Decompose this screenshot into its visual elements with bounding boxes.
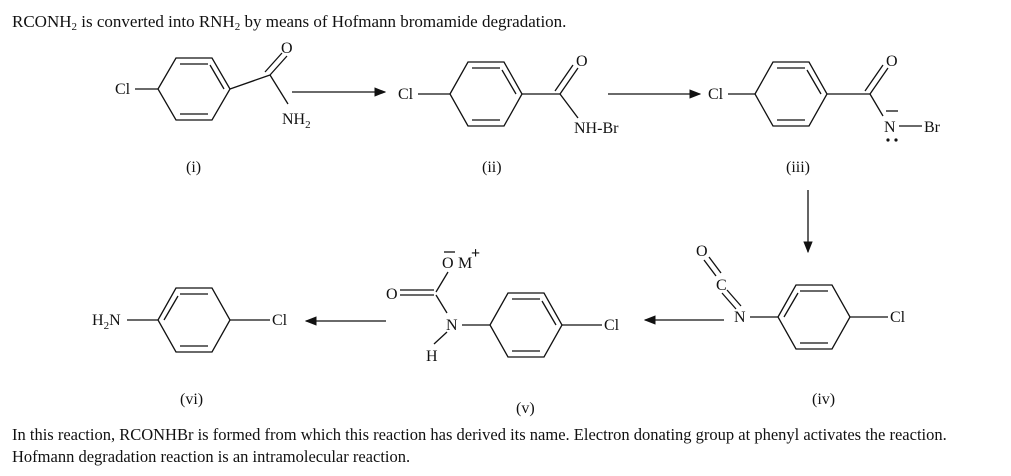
reaction-scheme: Cl O NH2 (i) Cl O NH-Br (ii) Cl [92, 40, 941, 417]
chlorine-label: Cl [272, 312, 288, 329]
oxygen-label: O [281, 40, 293, 57]
nitrogen-label: N [884, 119, 896, 136]
compound-ii: Cl O NH-Br (ii) [398, 53, 619, 176]
compound-label-iii: (iii) [786, 159, 810, 176]
chlorine-label: Cl [604, 317, 620, 334]
benzene-ring [157, 287, 231, 353]
oxide-label: O [442, 255, 454, 272]
oxygen-label: O [386, 286, 398, 303]
compound-label-ii: (ii) [482, 159, 502, 176]
chlorine-label: Cl [398, 86, 414, 103]
amine-label: NH2 [282, 111, 311, 131]
oxygen-label: O [696, 243, 708, 260]
benzene-ring [449, 61, 523, 127]
explanation-text: In this reaction, RCONHBr is formed from… [12, 425, 947, 466]
chlorine-label: Cl [115, 81, 131, 98]
benzene-ring [754, 61, 828, 127]
oxygen-label: O [576, 53, 588, 70]
compound-label-iv: (iv) [812, 391, 835, 408]
compound-iv: O C N Cl (iv) [696, 243, 906, 408]
chlorine-label: Cl [708, 86, 724, 103]
lone-pair-dot [894, 138, 898, 142]
lone-pair-dot [886, 138, 890, 142]
compound-label-v: (v) [516, 400, 535, 417]
metal-label: M [458, 255, 472, 272]
nhbr-label: NH-Br [574, 120, 619, 137]
benzene-ring [157, 57, 231, 121]
chlorine-label: Cl [890, 309, 906, 326]
compound-vi: H2N Cl (vi) [92, 287, 288, 408]
amino-label: H2N [92, 312, 121, 332]
benzene-ring [777, 284, 851, 350]
nitrogen-label: N [734, 309, 746, 326]
compound-v: O M + O N H Cl (v) [386, 245, 620, 417]
compound-label-i: (i) [186, 159, 201, 176]
heading: RCONH2 is converted into RNH2 by means o… [12, 12, 567, 33]
positive-charge: + [471, 245, 480, 262]
compound-iii: Cl O N Br (iii) [708, 53, 941, 176]
bromine-label: Br [924, 119, 941, 136]
compound-i: Cl O NH2 (i) [115, 40, 311, 176]
oxygen-label: O [886, 53, 898, 70]
carbon-label: C [716, 277, 727, 294]
compound-label-vi: (vi) [180, 391, 203, 408]
benzene-ring [489, 292, 563, 358]
nitrogen-label: N [446, 317, 458, 334]
hydrogen-label: H [426, 348, 438, 365]
